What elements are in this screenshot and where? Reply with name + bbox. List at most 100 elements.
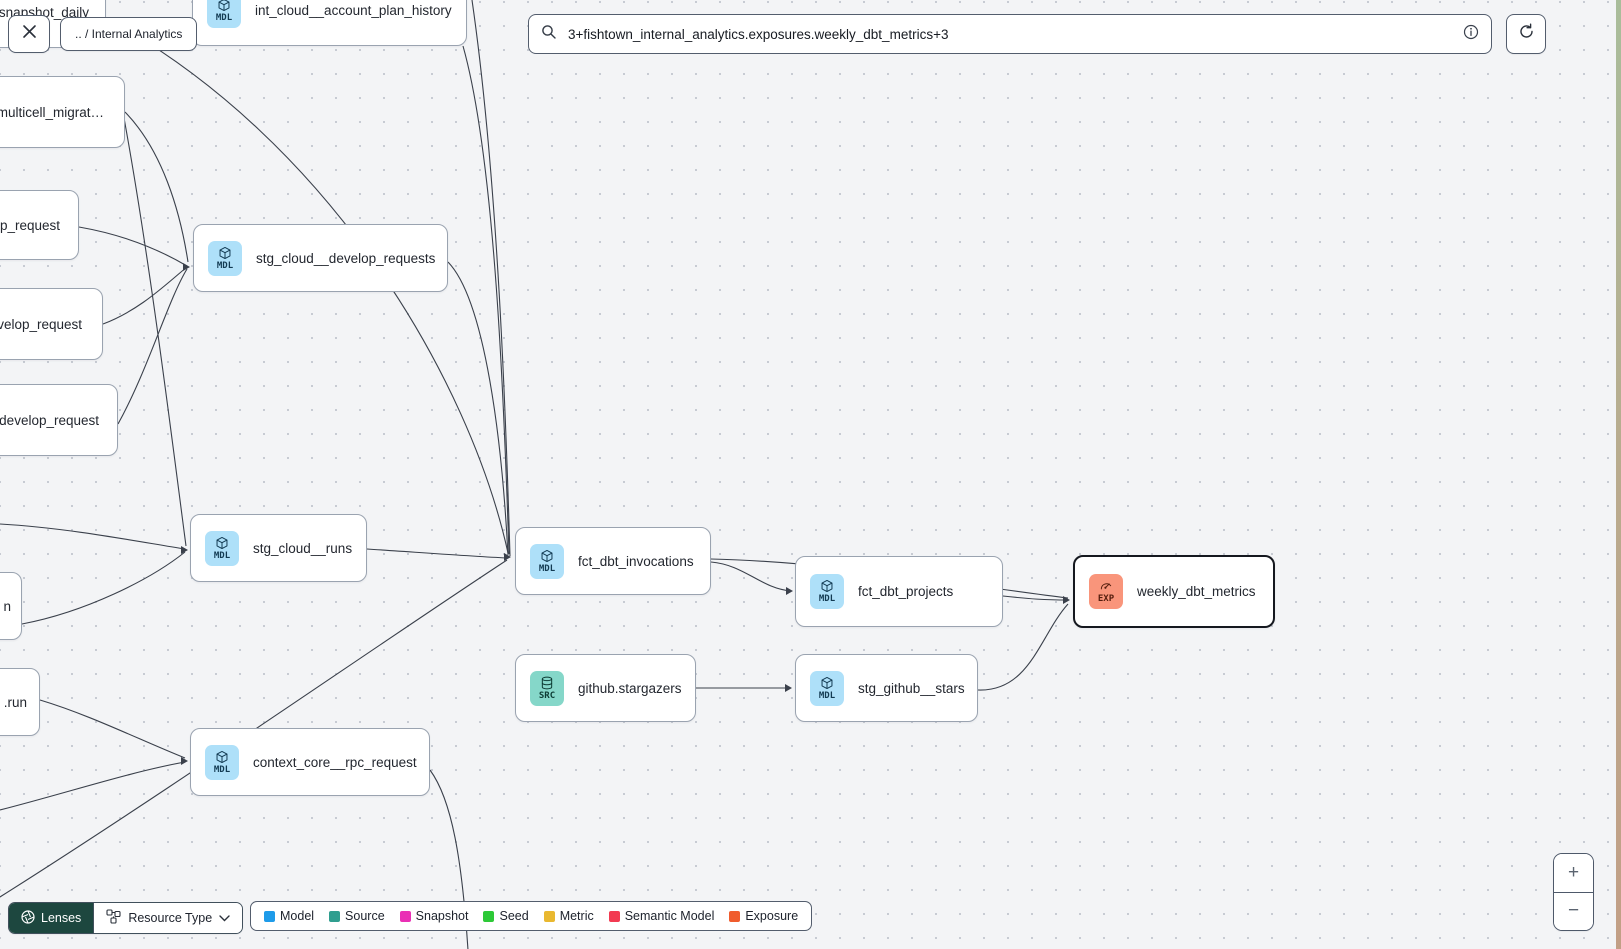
- badge-type-label: MDL: [213, 550, 231, 561]
- edge-path: [471, 0, 511, 557]
- node-github.stargazers[interactable]: SRC github.stargazers: [515, 654, 696, 722]
- legend-swatch: [729, 910, 741, 922]
- zoom-controls: + −: [1553, 853, 1594, 931]
- close-icon: [22, 24, 37, 44]
- node-label: n: [3, 598, 11, 614]
- lenses-button[interactable]: Lenses: [9, 903, 94, 933]
- legend-item-snapshot: Snapshot: [399, 909, 469, 923]
- zoom-in-button[interactable]: +: [1554, 854, 1593, 893]
- legend-label: Exposure: [745, 909, 799, 923]
- node-context_core__rpc_request[interactable]: MDL context_core__rpc_request: [190, 728, 430, 796]
- edge-arrowhead: [183, 263, 190, 271]
- lenses-icon: [21, 909, 35, 927]
- node-velop_request[interactable]: velop_request: [0, 288, 103, 360]
- legend-item-metric: Metric: [543, 909, 594, 923]
- close-button[interactable]: [8, 15, 50, 53]
- node-stg_cloud__runs[interactable]: MDL stg_cloud__runs: [190, 514, 367, 582]
- node-label: stg_github__stars: [858, 680, 965, 696]
- badge-type-label: EXP: [1097, 594, 1115, 604]
- legend-item-model: Model: [264, 909, 314, 923]
- edge-path: [366, 548, 508, 559]
- cube-icon: [540, 549, 554, 563]
- cube-icon: [215, 750, 229, 764]
- model-badge: MDL: [205, 744, 239, 780]
- breadcrumb-label: .. / Internal Analytics: [75, 27, 183, 41]
- legend-item-exposure: Exposure: [729, 909, 798, 923]
- node-weekly_dbt_metrics[interactable]: EXP weekly_dbt_metrics: [1073, 555, 1275, 628]
- model-badge: MDL: [208, 240, 242, 276]
- node-label: .run: [3, 694, 27, 710]
- resource-type-icon: [106, 909, 121, 927]
- exposure-badge: EXP: [1089, 574, 1123, 609]
- legend-swatch: [608, 910, 620, 922]
- search-icon: [541, 24, 557, 45]
- edge-path: [0, 761, 186, 811]
- node-label: fct_dbt_projects: [858, 584, 954, 599]
- refresh-icon: [1518, 23, 1535, 45]
- node-stg_github__stars[interactable]: MDL stg_github__stars: [795, 654, 978, 722]
- edge-path: [447, 261, 509, 556]
- node-label: github.stargazers: [578, 680, 682, 696]
- model-badge: MDL: [810, 574, 844, 609]
- edge-arrowhead: [785, 684, 792, 692]
- node-run_partial[interactable]: .run: [0, 668, 40, 736]
- search-bar[interactable]: [528, 14, 1492, 54]
- edge-arrowhead: [504, 553, 511, 561]
- breadcrumb[interactable]: .. / Internal Analytics: [60, 17, 198, 51]
- node-label: weekly_dbt_metrics: [1137, 584, 1256, 599]
- node-int_cloud__account_plan_history[interactable]: MDL int_cloud__account_plan_history: [192, 0, 467, 46]
- resource-type-dropdown[interactable]: Resource Type: [93, 903, 243, 933]
- edge-path: [123, 117, 187, 547]
- node-label: stg_cloud__develop_requests: [256, 250, 436, 266]
- node-label: context_core__rpc_request: [253, 754, 417, 770]
- cube-icon: [215, 536, 229, 550]
- badge-type-label: MDL: [213, 764, 231, 775]
- database-icon: [540, 676, 554, 690]
- refresh-button[interactable]: [1506, 14, 1546, 54]
- legend-swatch: [264, 910, 275, 922]
- legend-label: Snapshot: [415, 909, 469, 923]
- source-badge: SRC: [530, 670, 564, 706]
- legend-item-seed: Seed: [483, 909, 529, 923]
- legend-label: Seed: [499, 909, 529, 923]
- edge-path: [21, 551, 186, 625]
- node-n_partial[interactable]: n: [0, 572, 22, 640]
- node-fct_dbt_projects[interactable]: MDL fct_dbt_projects: [795, 556, 1003, 627]
- badge-type-label: MDL: [818, 594, 836, 604]
- edge-path: [117, 268, 188, 425]
- node-develop_request[interactable]: .develop_request: [0, 384, 118, 456]
- node-stg_cloud__develop_requests[interactable]: MDL stg_cloud__develop_requests: [193, 224, 448, 292]
- model-badge: MDL: [810, 670, 844, 706]
- legend-swatch: [329, 910, 341, 922]
- info-icon[interactable]: [1463, 24, 1479, 45]
- badge-type-label: MDL: [818, 690, 836, 701]
- legend-item-source: Source: [329, 909, 385, 923]
- lenses-control: Lenses Resource Type: [8, 902, 244, 934]
- node-label: int_cloud__account_plan_history: [255, 2, 452, 18]
- legend-swatch: [399, 910, 411, 922]
- zoom-out-button[interactable]: −: [1554, 892, 1593, 930]
- node-label: velop_request: [0, 316, 82, 332]
- cube-icon: [820, 676, 834, 690]
- badge-type-label: SRC: [538, 690, 556, 701]
- edge-path: [39, 699, 186, 759]
- badge-type-label: MDL: [538, 563, 556, 574]
- edge-arrowhead: [786, 587, 793, 595]
- search-input[interactable]: [566, 25, 1454, 43]
- legend-swatch: [483, 910, 495, 922]
- node-p_request[interactable]: p_request: [0, 190, 79, 260]
- node-label: stg_cloud__runs: [253, 540, 353, 556]
- edge-path: [0, 559, 508, 898]
- node-label: .develop_request: [0, 412, 99, 428]
- model-badge: MDL: [530, 543, 564, 579]
- edge-path: [124, 111, 189, 263]
- cube-icon: [820, 579, 834, 593]
- chevron-down-icon: [219, 911, 230, 925]
- badge-type-label: MDL: [215, 12, 233, 23]
- node-multicell_migrat[interactable]: multicell_migrat…: [0, 76, 125, 148]
- edge-path: [102, 266, 188, 325]
